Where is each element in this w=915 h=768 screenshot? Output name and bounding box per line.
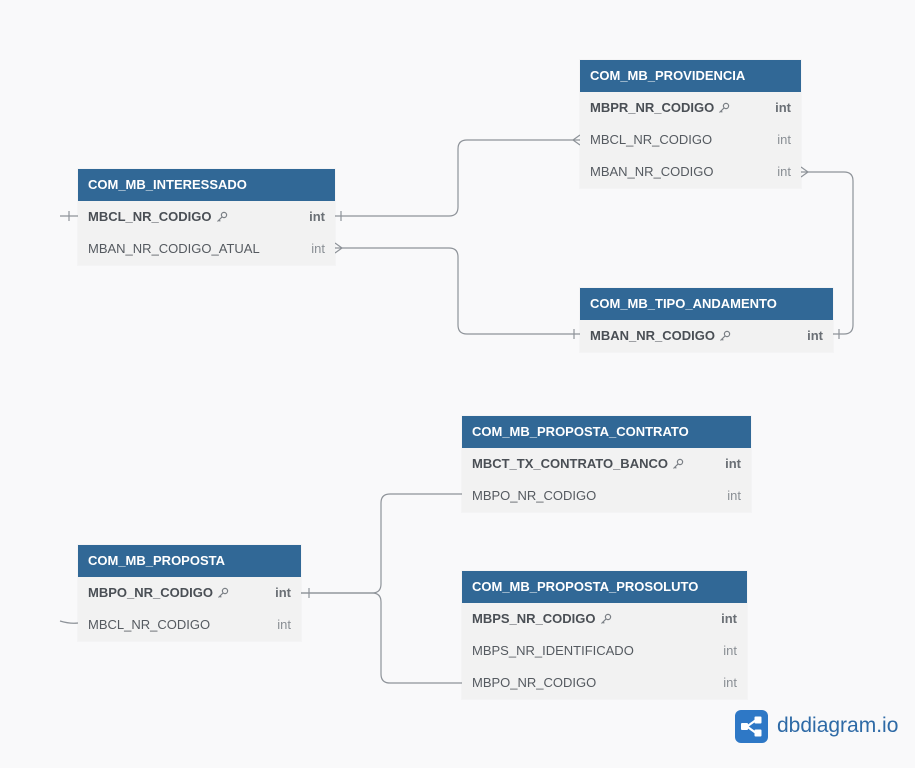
column-name: MBPR_NR_CODIGO bbox=[590, 100, 715, 115]
relationship-proposta-contrato bbox=[301, 493, 462, 594]
column-type: int bbox=[721, 611, 737, 626]
column-name: MBCL_NR_CODIGO bbox=[590, 132, 713, 147]
column-row[interactable]: MBCT_TX_CONTRATO_BANCO int bbox=[462, 448, 751, 480]
column-name: MBCL_NR_CODIGO bbox=[88, 617, 211, 632]
table-com-mb-tipo-andamento[interactable]: COM_MB_TIPO_ANDAMENTO MBAN_NR_CODIGO int bbox=[580, 288, 833, 352]
column-row[interactable]: MBAN_NR_CODIGO int bbox=[580, 320, 833, 352]
column-type: int bbox=[277, 617, 291, 632]
column-type: int bbox=[275, 585, 291, 600]
key-icon bbox=[719, 102, 730, 113]
column-row[interactable]: MBPS_NR_CODIGO int bbox=[462, 603, 747, 635]
key-icon bbox=[600, 613, 611, 624]
relationship-proposta-prosoluto bbox=[301, 592, 462, 684]
table-com-mb-proposta-contrato[interactable]: COM_MB_PROPOSTA_CONTRATO MBCT_TX_CONTRAT… bbox=[462, 416, 751, 512]
relationship-providencia-tipo-andamento bbox=[801, 171, 854, 335]
column-name: MBCL_NR_CODIGO bbox=[88, 209, 212, 224]
column-row[interactable]: MBAN_NR_CODIGO_ATUAL int bbox=[78, 233, 335, 265]
table-header[interactable]: COM_MB_PROPOSTA bbox=[78, 545, 301, 577]
column-row[interactable]: MBPR_NR_CODIGO int bbox=[580, 92, 801, 124]
column-name: MBPS_NR_IDENTIFICADO bbox=[472, 643, 634, 658]
column-name: MBAN_NR_CODIGO bbox=[590, 328, 715, 343]
table-com-mb-interessado[interactable]: COM_MB_INTERESSADO MBCL_NR_CODIGO int MB… bbox=[78, 169, 335, 265]
relationship-interessado-tipo-andamento bbox=[335, 247, 580, 335]
column-type: int bbox=[723, 675, 737, 690]
many-marker bbox=[334, 242, 344, 254]
column-name: MBAN_NR_CODIGO bbox=[590, 164, 714, 179]
column-type: int bbox=[777, 132, 791, 147]
column-type: int bbox=[725, 456, 741, 471]
many-marker bbox=[800, 166, 810, 178]
column-type: int bbox=[311, 241, 325, 256]
relationship-interessado-providencia bbox=[335, 139, 580, 217]
column-row[interactable]: MBCL_NR_CODIGO int bbox=[580, 124, 801, 156]
column-name: MBPS_NR_CODIGO bbox=[472, 611, 596, 626]
table-com-mb-proposta-prosoluto[interactable]: COM_MB_PROPOSTA_PROSOLUTO MBPS_NR_CODIGO… bbox=[462, 571, 747, 699]
column-type: int bbox=[807, 328, 823, 343]
column-type: int bbox=[309, 209, 325, 224]
column-row[interactable]: MBPO_NR_CODIGO int bbox=[78, 577, 301, 609]
column-row[interactable]: MBCL_NR_CODIGO int bbox=[78, 201, 335, 233]
column-name: MBPO_NR_CODIGO bbox=[472, 675, 597, 690]
column-row[interactable]: MBPO_NR_CODIGO int bbox=[462, 667, 747, 699]
column-name: MBAN_NR_CODIGO_ATUAL bbox=[88, 241, 260, 256]
table-header[interactable]: COM_MB_TIPO_ANDAMENTO bbox=[580, 288, 833, 320]
dbdiagram-logo-icon bbox=[735, 709, 768, 743]
table-header[interactable]: COM_MB_INTERESSADO bbox=[78, 169, 335, 201]
dbdiagram-brand[interactable]: dbdiagram.io bbox=[735, 709, 898, 743]
column-name: MBCT_TX_CONTRATO_BANCO bbox=[472, 456, 668, 471]
column-name: MBPO_NR_CODIGO bbox=[472, 488, 597, 503]
many-marker bbox=[571, 134, 581, 146]
column-row[interactable]: MBPO_NR_CODIGO int bbox=[462, 480, 751, 512]
table-header[interactable]: COM_MB_PROVIDENCIA bbox=[580, 60, 801, 92]
key-icon bbox=[673, 458, 684, 469]
external-link bbox=[59, 620, 79, 624]
column-row[interactable]: MBPS_NR_IDENTIFICADO int bbox=[462, 635, 747, 667]
brand-name: dbdiagram.io bbox=[777, 714, 899, 737]
table-com-mb-providencia[interactable]: COM_MB_PROVIDENCIA MBPR_NR_CODIGO int MB… bbox=[580, 60, 801, 188]
key-icon bbox=[720, 330, 731, 341]
column-type: int bbox=[777, 164, 791, 179]
column-row[interactable]: MBCL_NR_CODIGO int bbox=[78, 609, 301, 641]
column-name: MBPO_NR_CODIGO bbox=[88, 585, 213, 600]
table-com-mb-proposta[interactable]: COM_MB_PROPOSTA MBPO_NR_CODIGO int MBCL_… bbox=[78, 545, 301, 641]
column-row[interactable]: MBAN_NR_CODIGO int bbox=[580, 156, 801, 188]
column-type: int bbox=[723, 643, 737, 658]
table-header[interactable]: COM_MB_PROPOSTA_CONTRATO bbox=[462, 416, 751, 448]
table-header[interactable]: COM_MB_PROPOSTA_PROSOLUTO bbox=[462, 571, 747, 603]
column-type: int bbox=[775, 100, 791, 115]
column-type: int bbox=[727, 488, 741, 503]
key-icon bbox=[218, 587, 229, 598]
key-icon bbox=[216, 211, 227, 222]
